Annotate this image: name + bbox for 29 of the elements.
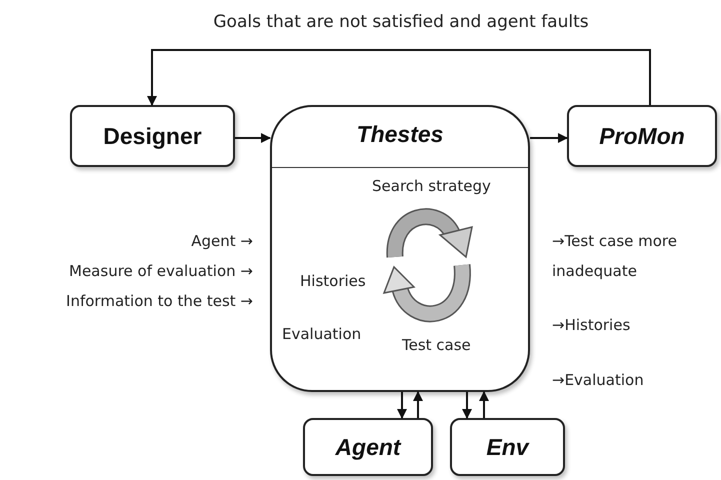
arrow: [479, 391, 489, 418]
side-note: →Histories: [552, 316, 630, 334]
node-title: Env: [486, 434, 529, 460]
inner-label: Search strategy: [372, 177, 491, 195]
process-box: [270, 105, 530, 392]
side-note: →Test case more: [552, 232, 677, 250]
side-note: Agent →: [191, 232, 253, 250]
node-title: Designer: [103, 122, 202, 150]
inner-label: Test case: [402, 336, 471, 354]
process-box: [70, 105, 235, 167]
inner-label: Histories: [300, 272, 366, 290]
arrow: [147, 49, 651, 106]
arrow: [530, 133, 568, 143]
arrow: [235, 133, 271, 143]
process-box: [567, 105, 717, 167]
node-title: Agent: [335, 434, 401, 460]
side-note: Information to the test →: [66, 292, 253, 310]
process-box: [303, 418, 433, 476]
process-box: [450, 418, 565, 476]
inner-label: Evaluation: [282, 325, 362, 343]
node-title: Thestes: [356, 121, 444, 148]
side-note: Measure of evaluation →: [69, 262, 253, 280]
arrow: [397, 392, 407, 419]
side-note: inadequate: [552, 262, 637, 280]
arrow: [462, 392, 472, 419]
side-note: →Evaluation: [552, 371, 644, 389]
edge-label: Goals that are not satisfied and agent faults: [213, 12, 589, 32]
arrow: [413, 391, 423, 418]
node-title: ProMon: [599, 122, 685, 150]
